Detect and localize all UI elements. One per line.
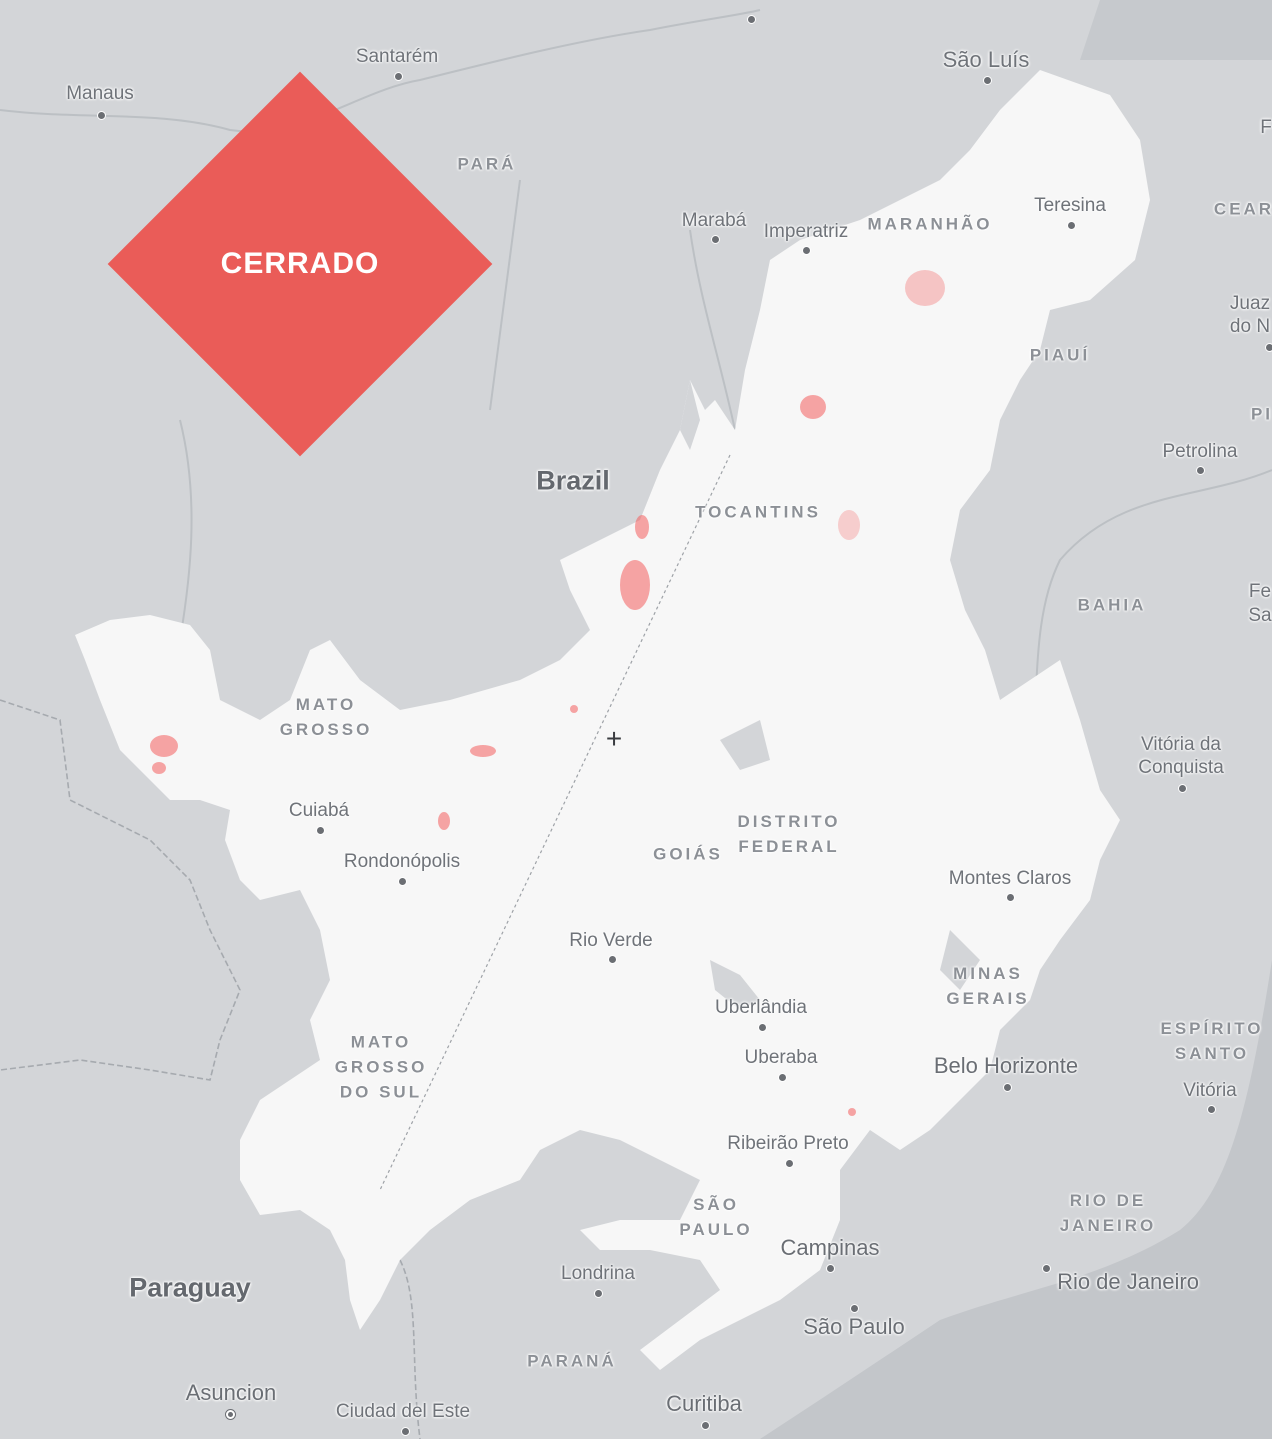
city-label-rio-verde: Rio Verde [569,930,653,951]
city-label-londrina: Londrina [561,1263,635,1284]
country-borders [0,699,421,1439]
country-label-brazil: Brazil [536,465,610,496]
city-label-vitoria-da-conquista-2: Conquista [1138,757,1224,778]
city-dot-ribeirao-preto [784,1158,794,1168]
city-label-ribeirao-preto: Ribeirão Preto [727,1133,849,1154]
city-label-cuiaba: Cuiabá [288,800,350,821]
city-dot-top [746,14,756,24]
city-label-juazeiro-2: do N [1229,316,1271,337]
hotspot [438,812,450,830]
edge-label-fragment: PI [1250,404,1272,424]
biome-gaps [680,380,980,1010]
city-label-petrolina: Petrolina [1162,441,1238,462]
state-label-maranhao: MARANHÃO [867,214,993,234]
state-label-goias: GOIÁS [653,844,723,864]
hotspot [470,745,496,757]
city-label-teresina: Teresina [1034,195,1106,216]
city-label-rondonopolis: Rondonópolis [343,851,461,872]
state-label-espirito-santo: ESPÍRITO SANTO [1160,1019,1264,1063]
city-label-belo-horizonte: Belo Horizonte [933,1053,1079,1078]
hotspot [848,1108,856,1116]
state-label-para: PARÁ [457,154,517,174]
city-dot-uberlandia [757,1022,767,1032]
country-label-paraguay: Paraguay [129,1272,251,1303]
cerrado-biome-region [75,70,1150,1370]
state-label-tocantins: TOCANTINS [695,502,821,522]
state-label-piaui: PIAUÍ [1029,345,1091,365]
city-dot-curitiba [700,1420,710,1430]
hotspot [905,270,945,306]
city-dot-sao-paulo [849,1303,859,1313]
city-dot-ciudad-del-este [400,1426,410,1436]
city-label-santarem: Santarém [355,46,439,67]
atlantic-ocean [1080,0,1272,60]
city-dot-belo-horizonte [1002,1082,1012,1092]
city-dot-manaus [96,110,106,120]
edge-label-fragment: Fe [1248,581,1272,602]
atlantic-ocean-south [760,960,1272,1439]
city-dot-rio-verde [607,954,617,964]
hotspot [800,395,826,419]
city-dot-teresina [1066,220,1076,230]
city-label-montes-claros: Montes Claros [948,868,1072,889]
cerrado-badge: CERRADO [107,71,493,457]
hotspot [635,515,649,539]
state-label-ceara: CEAR [1213,199,1272,219]
city-dot-vitoria-da-conquista [1177,783,1187,793]
city-dot-londrina [593,1288,603,1298]
city-dot-vitoria [1206,1104,1216,1114]
edge-label-fragment: Sa [1248,605,1272,626]
city-dot-sao-luis [982,75,992,85]
city-label-uberlandia: Uberlândia [715,997,807,1018]
city-dot-maraba [710,234,720,244]
state-label-sao-paulo: SÃO PAULO [679,1195,753,1239]
state-label-parana: PARANÁ [527,1351,617,1371]
city-label-sao-luis: São Luís [942,47,1030,72]
city-label-sao-paulo: São Paulo [803,1314,905,1339]
badge-label: CERRADO [220,247,380,280]
city-label-asuncion: Asuncion [185,1380,277,1405]
state-label-minas-gerais: MINAS GERAIS [946,964,1030,1008]
state-label-mato-grosso-do-sul: MATO GROSSO DO SUL [334,1032,428,1102]
edge-label-fragment: F [1260,117,1272,138]
state-label-mato-grosso: MATO GROSSO [279,695,373,739]
capital-dot-asuncion [225,1409,236,1420]
city-dot-rondonopolis [397,876,407,886]
city-dot-uberaba [777,1072,787,1082]
city-label-manaus: Manaus [66,83,134,104]
city-dot-montes-claros [1005,892,1015,902]
state-label-distrito-federal: DISTRITO FEDERAL [737,812,841,856]
hotspot [152,762,166,774]
city-label-maraba: Marabá [681,210,747,231]
city-label-rio-de-janeiro: Rio de Janeiro [1057,1269,1199,1294]
hotspot [150,735,178,757]
city-label-vitoria-da-conquista-1: Vitória da [1141,734,1221,755]
route-dotted-line [379,454,731,1191]
city-label-curitiba: Curitiba [666,1391,742,1416]
city-dot-imperatriz [801,245,811,255]
hotspot [570,705,578,713]
city-label-uberaba: Uberaba [744,1047,818,1068]
city-label-vitoria: Vitória [1183,1080,1237,1101]
state-label-bahia: BAHIA [1077,595,1147,615]
hotspot [620,560,650,610]
city-label-ciudad-del-este: Ciudad del Este [335,1401,471,1422]
city-dot-rio-de-janeiro [1041,1263,1051,1273]
state-label-rio-de-janeiro: RIO DE JANEIRO [1059,1191,1157,1235]
crosshair-icon: + [605,723,623,754]
city-dot-campinas [825,1263,835,1273]
city-dot-petrolina [1195,465,1205,475]
city-dot-juazeiro [1264,342,1272,352]
city-label-campinas: Campinas [780,1235,880,1260]
city-dot-santarem [393,71,403,81]
hotspot [838,510,860,540]
city-label-imperatriz: Imperatriz [763,221,849,242]
city-label-juazeiro-1: Juaz [1229,293,1271,314]
city-dot-cuiaba [315,825,325,835]
